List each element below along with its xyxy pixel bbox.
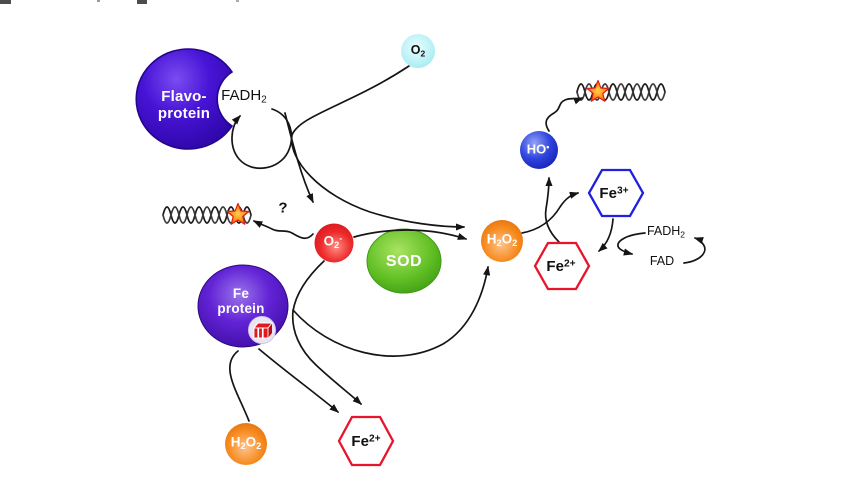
h2o2-mid-label: H2O2	[486, 231, 518, 249]
ferrous-hexagon-bottom	[337, 415, 395, 467]
wavy-arrow-hydroxyl-to-dna	[545, 97, 584, 132]
arrow-fe3-to-fe2	[598, 218, 614, 252]
arrow-feprotein-to-h2o2	[292, 265, 491, 357]
line-h2o2-to-feprotein	[229, 350, 250, 422]
dna-damage-star-left	[226, 202, 250, 225]
wavy-arrow-superoxide-to-dna	[252, 220, 314, 240]
fadh2-top-label: FADH2	[221, 86, 267, 106]
o2-label: O2	[410, 43, 426, 59]
h2o2-node-mid	[481, 220, 523, 262]
ferric-hexagon	[587, 168, 645, 218]
flavoprotein-blob	[135, 48, 234, 150]
arrow-fad-recycle	[683, 237, 706, 264]
arrow-feprotein-to-fe2-bottom	[258, 348, 339, 413]
arrow-to-superoxide	[284, 112, 314, 204]
flavoprotein-label: Flavo- protein	[157, 88, 211, 122]
fe-protein-label: Fe protein	[217, 285, 265, 316]
hydroxyl-radical-node	[520, 131, 558, 169]
superoxide-label: O2-	[323, 233, 343, 251]
fe3-label: Fe3+	[599, 184, 629, 202]
iron-cluster-icon	[248, 316, 276, 344]
h2o2-node-bottom	[225, 423, 267, 465]
dna-damage-star-right	[586, 79, 610, 102]
arrow-o2-to-h2o2	[290, 65, 466, 231]
h2o2-bottom-label: H2O2	[230, 434, 262, 452]
o2-node	[401, 34, 435, 68]
cropped-text-fragment	[236, 0, 239, 2]
cropped-text-fragment	[0, 0, 11, 4]
arrow-superoxide-to-fe2-bottom	[291, 260, 362, 405]
fe2-mid-label: Fe2+	[546, 257, 576, 275]
fe2-bottom-label: Fe2+	[351, 432, 381, 450]
dna-helix-right	[576, 83, 666, 101]
cropped-text-fragment	[137, 0, 147, 4]
hydroxyl-label: HO•	[526, 141, 550, 157]
cropped-text-fragment	[97, 0, 100, 2]
sod-enzyme-ellipse	[366, 228, 442, 294]
arrow-h2o2-to-fe3	[521, 191, 580, 234]
arrow-fadh2-cycle-loop	[231, 108, 293, 170]
question-mark-label: ?	[278, 199, 288, 217]
sod-label: SOD	[385, 253, 423, 271]
fad-right-label: FAD	[649, 254, 675, 268]
fadh2-right-label: FADH2	[646, 224, 686, 240]
arrow-fe2-to-hydroxyl	[544, 176, 560, 243]
ferrous-hexagon-mid	[533, 241, 591, 291]
superoxide-node	[314, 223, 354, 263]
arrow-superoxide-to-h2o2	[353, 229, 468, 240]
arrow-fadh2-to-fad	[617, 232, 646, 256]
